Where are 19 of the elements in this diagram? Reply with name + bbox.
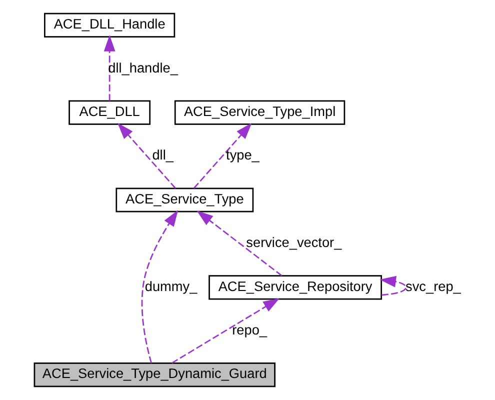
node-box: ACE_DLL: [68, 100, 151, 125]
arrow: [172, 298, 280, 364]
arrow: [141, 210, 178, 364]
edge-label: service_vector_: [246, 235, 342, 250]
edge-label: type_: [226, 148, 260, 163]
edge-label: svc_rep_: [406, 278, 461, 294]
arrow: [117, 122, 176, 189]
arrow: [380, 276, 407, 296]
node-box: ACE_Service_Type: [116, 188, 254, 212]
edge-label: dll_: [152, 148, 174, 163]
arrow: [104, 34, 116, 101]
node-box: ACE_Service_Repository: [208, 275, 382, 300]
node-box: ACE_DLL_Handle: [44, 12, 176, 38]
edge-label: dummy_: [144, 278, 198, 294]
node-box: ACE_Service_Type_Dynamic_Guard: [34, 362, 276, 388]
edge-label: repo_: [232, 322, 267, 338]
arrow: [196, 210, 282, 276]
node-box: ACE_Service_Type_Impl: [174, 100, 346, 125]
arrow: [193, 122, 252, 189]
